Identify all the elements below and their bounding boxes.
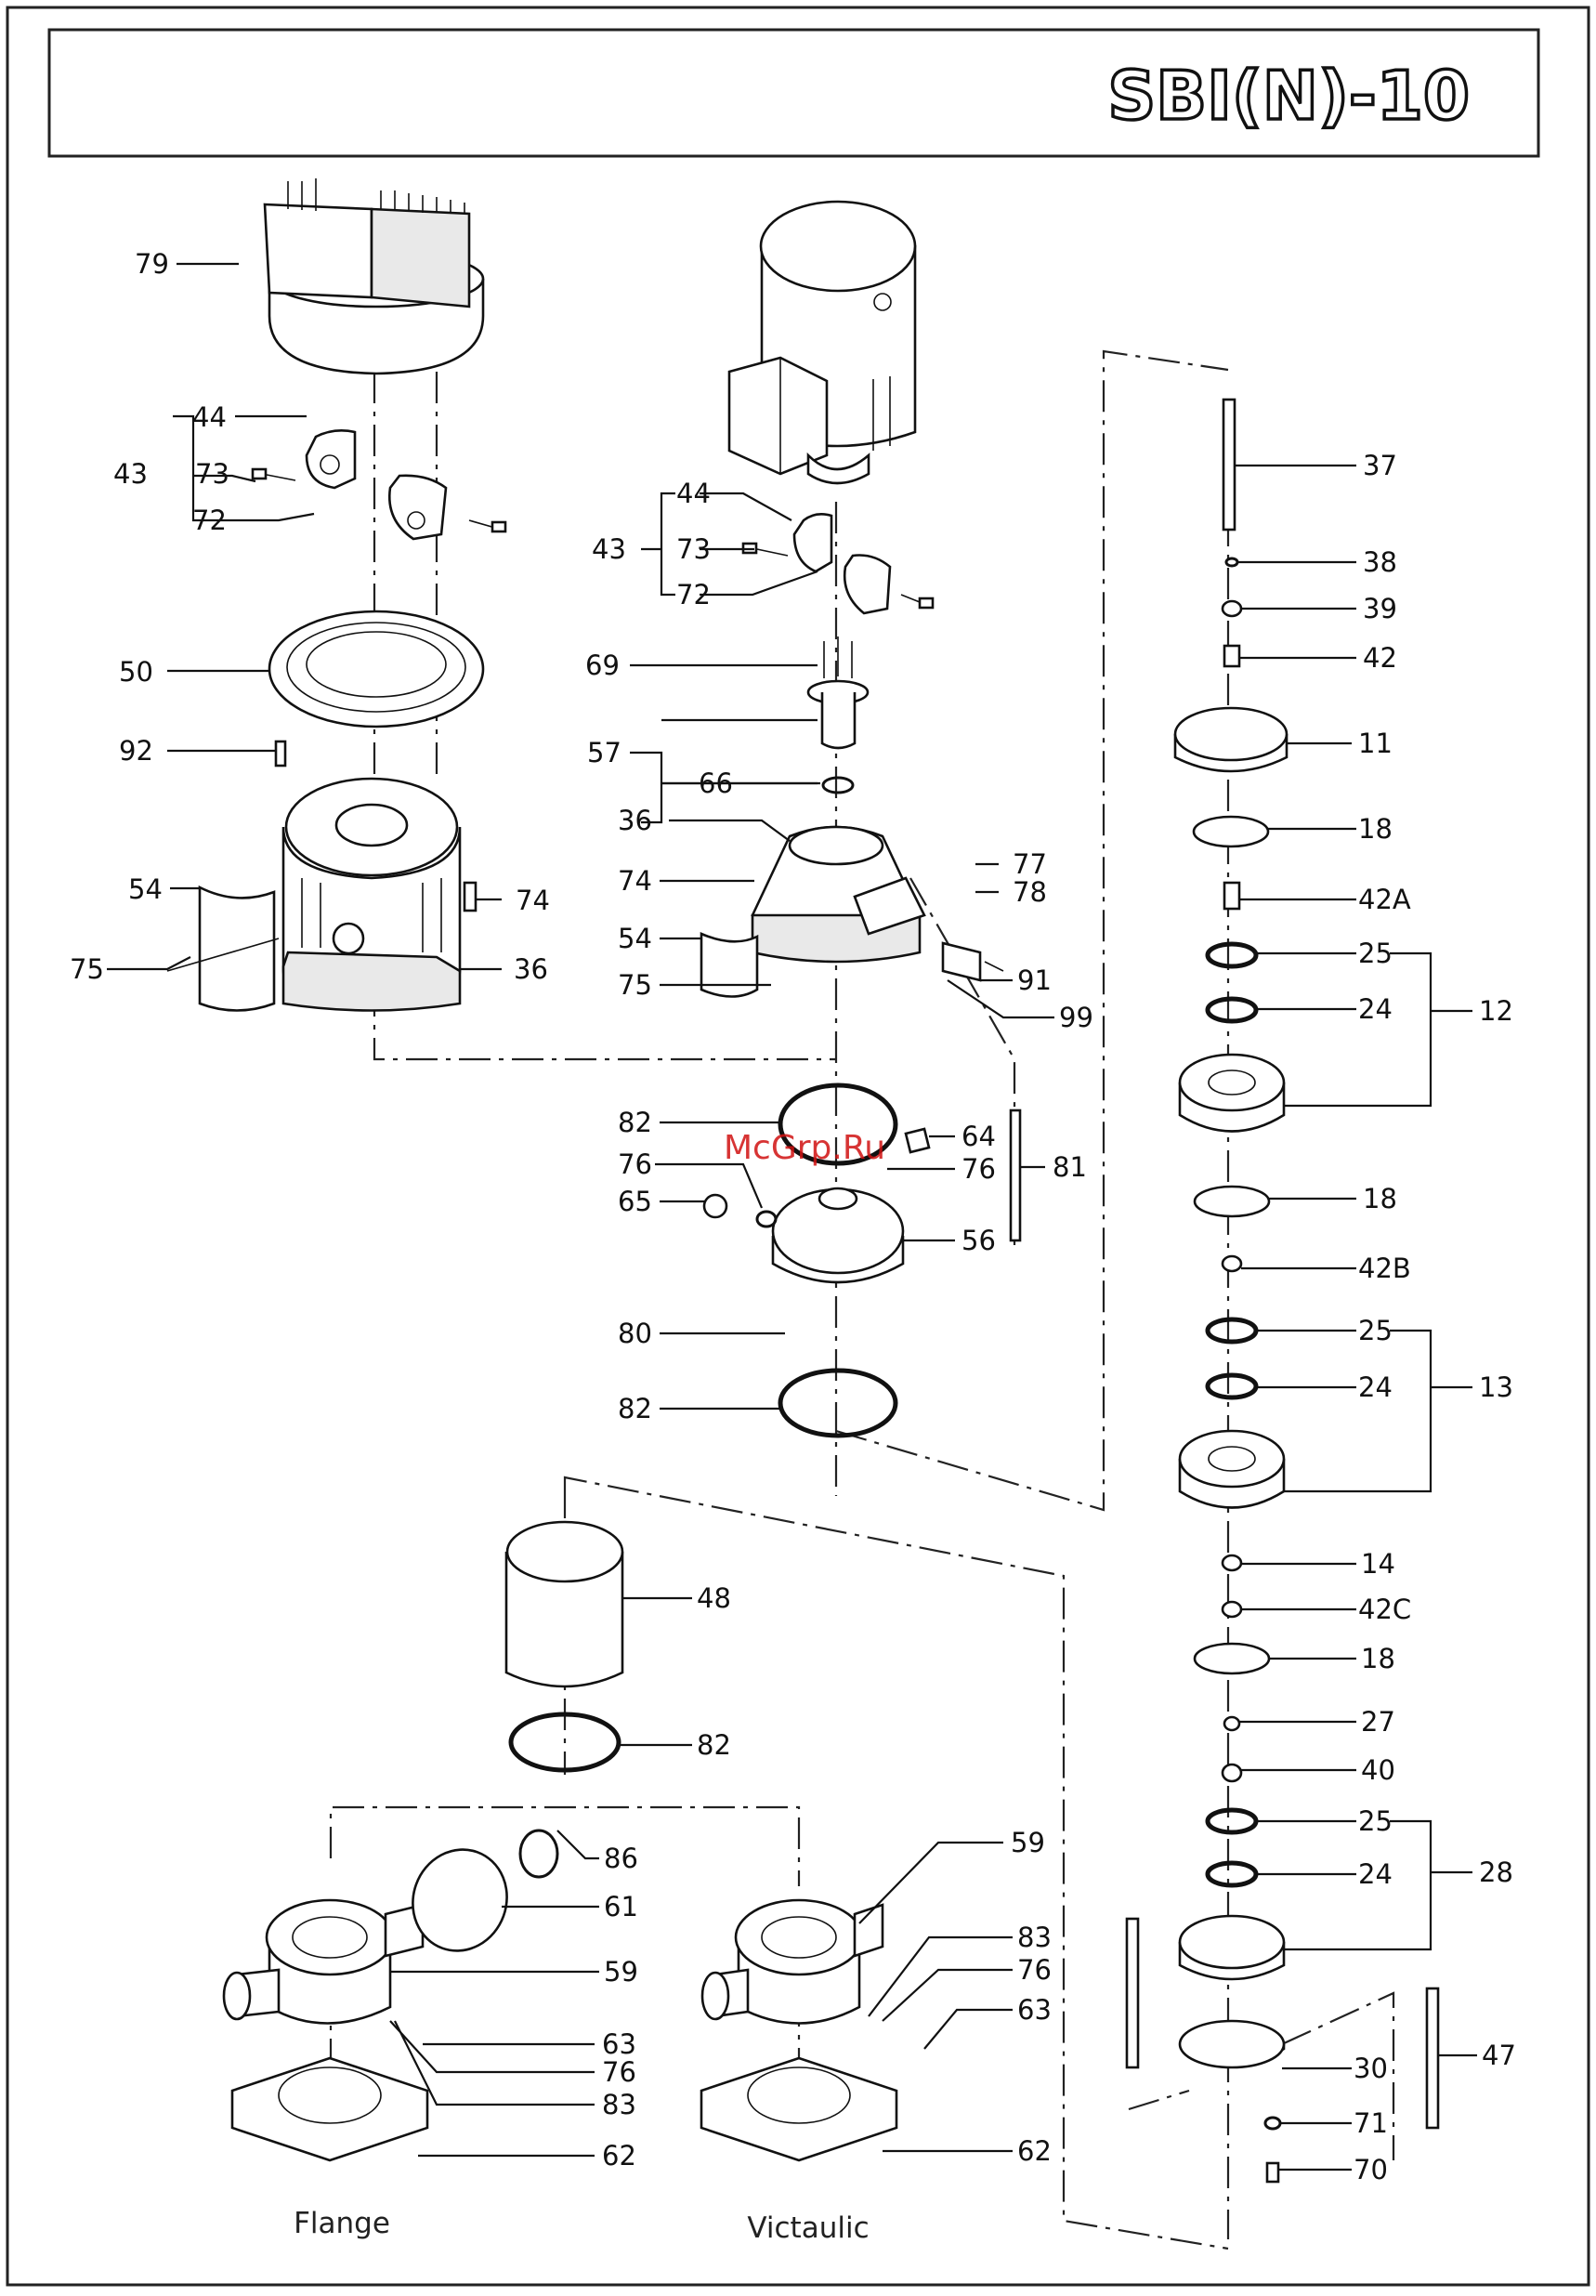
label-76: 76 <box>618 1148 652 1180</box>
label-25-c: 25 <box>1358 1805 1393 1837</box>
label-47: 47 <box>1482 2040 1516 2071</box>
label-18-a: 18 <box>1358 813 1393 845</box>
shaft-seal-mid <box>808 636 868 793</box>
label-61: 61 <box>604 1891 638 1922</box>
label-25-a: 25 <box>1358 938 1393 969</box>
label-81: 81 <box>1053 1151 1087 1183</box>
label-83-victaulic: 83 <box>1017 1922 1052 1953</box>
label-99: 99 <box>1059 1002 1093 1033</box>
label-64: 64 <box>962 1121 996 1152</box>
label-56: 56 <box>962 1225 996 1256</box>
motor-top-left <box>265 178 483 374</box>
label-27: 27 <box>1361 1706 1395 1738</box>
label-91: 91 <box>1017 964 1052 996</box>
label-57: 57 <box>587 737 621 768</box>
motor-stool-mid <box>752 827 924 962</box>
label-30: 30 <box>1354 2053 1388 2084</box>
label-82-sleeve: 82 <box>697 1729 731 1761</box>
label-25-b: 25 <box>1358 1315 1393 1346</box>
label-82-top: 82 <box>618 1107 652 1138</box>
label-77: 77 <box>1013 848 1047 880</box>
label-24-b: 24 <box>1358 1371 1393 1403</box>
label-75: 75 <box>70 953 104 985</box>
label-74: 74 <box>516 885 550 916</box>
label-48: 48 <box>697 1582 731 1614</box>
caption-victaulic: Victaulic <box>747 2211 869 2245</box>
label-50: 50 <box>119 656 153 688</box>
label-73: 73 <box>195 458 229 490</box>
label-24-a: 24 <box>1358 993 1393 1025</box>
label-54: 54 <box>128 873 163 905</box>
label-11: 11 <box>1358 728 1393 759</box>
caption-flange: Flange <box>294 2207 390 2240</box>
label-86: 86 <box>604 1843 638 1874</box>
label-14: 14 <box>1361 1548 1395 1580</box>
label-42: 42 <box>1363 642 1397 674</box>
label-73-mid: 73 <box>676 533 711 565</box>
coupling-left <box>253 430 505 539</box>
label-12: 12 <box>1479 995 1513 1027</box>
model-title: SBI(N)-10 <box>1107 57 1470 135</box>
label-79: 79 <box>135 248 169 280</box>
label-39: 39 <box>1363 593 1397 624</box>
label-62-victaulic: 62 <box>1017 2135 1052 2167</box>
label-76-flange: 76 <box>602 2056 636 2088</box>
label-74-mid: 74 <box>618 865 652 897</box>
coupling-mid <box>743 514 933 613</box>
label-59-victaulic: 59 <box>1011 1827 1045 1858</box>
label-59-flange: 59 <box>604 1956 638 1988</box>
label-42A: 42A <box>1358 884 1411 915</box>
label-36-mid: 36 <box>618 805 652 836</box>
casing-victaulic <box>701 1900 896 2160</box>
label-65: 65 <box>618 1186 652 1217</box>
label-66: 66 <box>699 768 733 799</box>
label-43-mid: 43 <box>592 533 626 565</box>
label-28: 28 <box>1479 1856 1513 1888</box>
label-42B: 42B <box>1358 1253 1411 1284</box>
watermark-text: McGrp.Ru <box>724 1129 885 1167</box>
label-38: 38 <box>1363 546 1397 578</box>
label-18-b: 18 <box>1363 1183 1397 1214</box>
label-75-mid: 75 <box>618 969 652 1001</box>
label-71: 71 <box>1354 2107 1388 2139</box>
label-24-c: 24 <box>1358 1858 1393 1890</box>
label-69: 69 <box>585 649 620 681</box>
motor-stool-left <box>283 779 460 1011</box>
label-63-victaulic: 63 <box>1017 1994 1052 2026</box>
label-70: 70 <box>1354 2154 1388 2185</box>
label-44: 44 <box>192 401 227 433</box>
label-92: 92 <box>119 735 153 767</box>
label-72: 72 <box>192 505 227 536</box>
motor-vertical-mid <box>729 202 915 483</box>
label-43: 43 <box>113 458 148 490</box>
label-13: 13 <box>1479 1371 1513 1403</box>
label-80: 80 <box>618 1318 652 1349</box>
casing-flange <box>224 1830 557 2160</box>
mounting-ring-left <box>269 611 483 766</box>
sleeve-48 <box>506 1522 622 1770</box>
label-82-bottom: 82 <box>618 1393 652 1424</box>
label-36: 36 <box>514 953 548 985</box>
label-37: 37 <box>1363 450 1397 481</box>
label-83-flange: 83 <box>602 2089 636 2120</box>
label-72-mid: 72 <box>676 579 711 610</box>
label-76-victaulic: 76 <box>1017 1954 1052 1986</box>
label-18-c: 18 <box>1361 1643 1395 1674</box>
label-44-mid: 44 <box>676 478 711 509</box>
label-63-flange: 63 <box>602 2028 636 2060</box>
label-42C: 42C <box>1358 1594 1411 1625</box>
label-54-mid: 54 <box>618 923 652 954</box>
label-76-right: 76 <box>962 1153 996 1185</box>
label-40: 40 <box>1361 1754 1395 1786</box>
label-78: 78 <box>1013 876 1047 908</box>
label-62-flange: 62 <box>602 2140 636 2171</box>
